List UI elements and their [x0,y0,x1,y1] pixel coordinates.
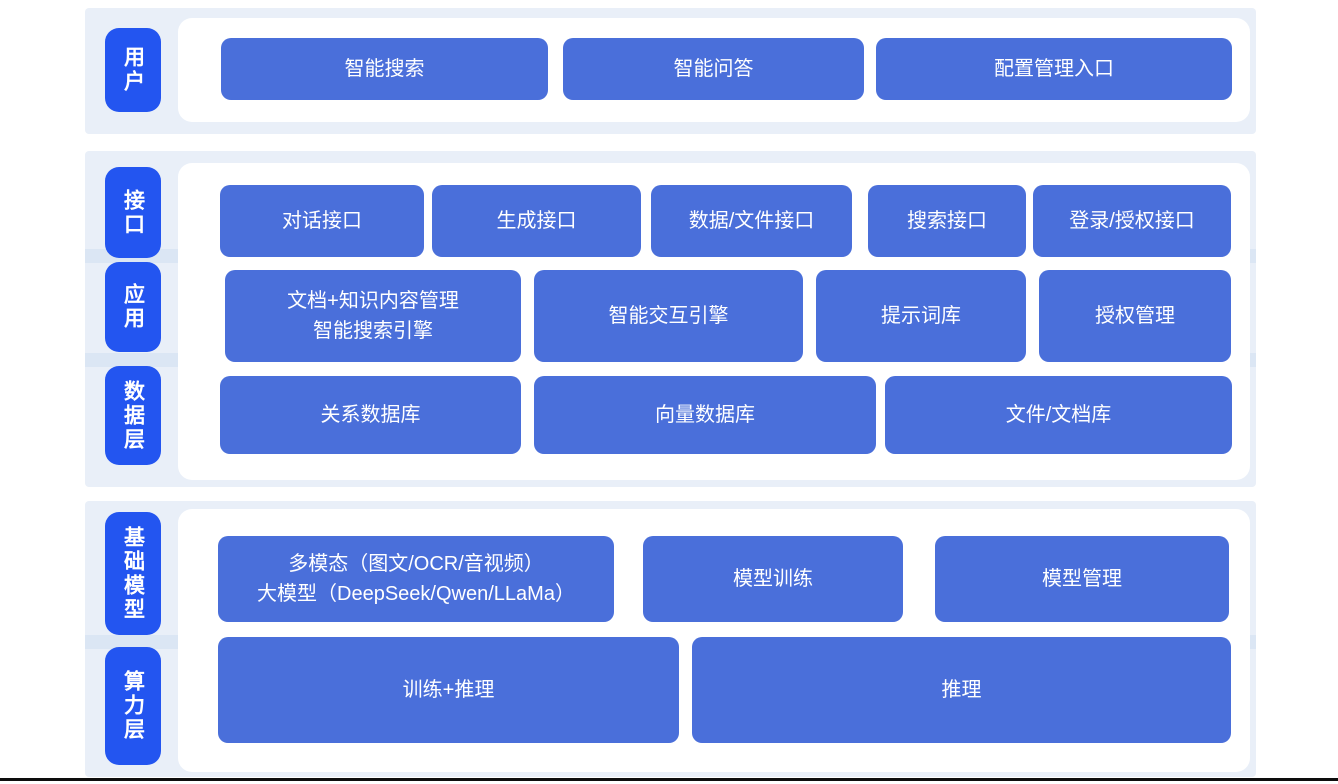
box-training-plus-inference: 训练+推理 [218,637,679,743]
box-multimodal-llm: 多模态（图文/OCR/音视频） 大模型（DeepSeek/Qwen/LLaMa） [218,536,614,622]
box-file-document-store: 文件/文档库 [885,376,1232,454]
box-dialog-api: 对话接口 [220,185,424,257]
box-vector-database: 向量数据库 [534,376,876,454]
layer-label-application: 应用 [105,262,161,352]
layer-label-compute: 算力层 [105,647,161,765]
box-smart-search: 智能搜索 [221,38,548,100]
layer-label-interface: 接口 [105,167,161,258]
box-authorization-management: 授权管理 [1039,270,1231,362]
box-relational-database: 关系数据库 [220,376,521,454]
box-prompt-library: 提示词库 [816,270,1026,362]
box-login-auth-api: 登录/授权接口 [1033,185,1231,257]
box-inference: 推理 [692,637,1231,743]
box-generation-api: 生成接口 [432,185,641,257]
box-search-api: 搜索接口 [868,185,1026,257]
box-intelligent-interaction-engine: 智能交互引擎 [534,270,803,362]
box-doc-knowledge-search-engine: 文档+知识内容管理 智能搜索引擎 [225,270,521,362]
box-model-management: 模型管理 [935,536,1229,622]
box-smart-qa: 智能问答 [563,38,864,100]
layer-label-data: 数据层 [105,366,161,465]
box-model-training: 模型训练 [643,536,903,622]
layer-label-user: 用户 [105,28,161,112]
bottom-border-line [0,778,1338,781]
layer-label-base-model: 基础模型 [105,512,161,635]
box-data-file-api: 数据/文件接口 [651,185,852,257]
box-config-management-entry: 配置管理入口 [876,38,1232,100]
